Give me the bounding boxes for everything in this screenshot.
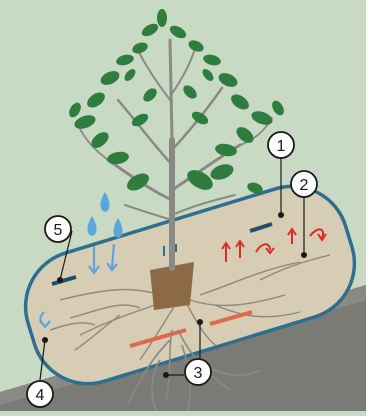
callout-3: 3 (185, 359, 211, 385)
pointer-dot-5 (57, 277, 63, 283)
callout-1: 1 (268, 132, 294, 158)
svg-text:5: 5 (54, 222, 63, 239)
callout-4: 4 (27, 381, 53, 407)
svg-text:1: 1 (277, 138, 286, 155)
callout-2: 2 (291, 171, 317, 197)
pointer-dot-4 (42, 337, 48, 343)
pointer-dot-2 (301, 252, 307, 258)
svg-text:3: 3 (194, 365, 203, 382)
pointer-dot-3b (163, 372, 169, 378)
pointer-dot-3 (197, 319, 203, 325)
callout-5: 5 (45, 216, 71, 242)
svg-text:2: 2 (300, 177, 309, 194)
svg-text:4: 4 (36, 387, 45, 404)
pointer-dot-1 (278, 212, 284, 218)
